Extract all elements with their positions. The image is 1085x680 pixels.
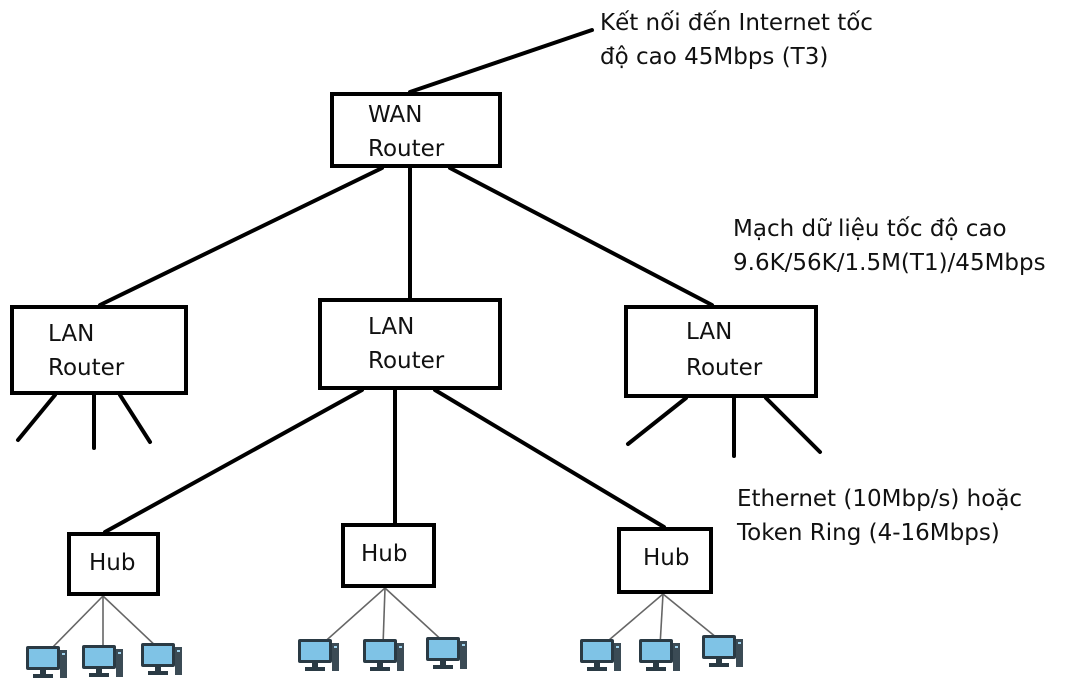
internet-note-line2: độ cao 45Mbps (T3) xyxy=(600,44,829,70)
computer-icon xyxy=(363,639,404,671)
lan-router-center-label-line1: LAN xyxy=(368,314,415,340)
computer-icon xyxy=(639,639,680,671)
data-circuit-note-line2: 9.6K/56K/1.5M(T1)/45Mbps xyxy=(733,250,1046,276)
hub-center-label: Hub xyxy=(361,541,408,567)
lan-router-left-label-line2: Router xyxy=(48,355,125,381)
computer-icon xyxy=(141,643,182,675)
lan-router-right-box: LAN Router xyxy=(624,305,818,398)
lan-hub-right-link xyxy=(433,388,666,529)
hub2-pc3-cable xyxy=(384,587,447,645)
lan-link-note: Ethernet (10Mbp/s) hoặc Token Ring (4-16… xyxy=(737,482,1022,550)
lan-router-right-label-line2: Router xyxy=(686,355,763,381)
lan-link-note-line2: Token Ring (4-16Mbps) xyxy=(737,520,1000,546)
lan-hub-left-link xyxy=(103,388,364,534)
computer-icon xyxy=(580,639,621,671)
wan-router-label-line1: WAN xyxy=(368,102,423,128)
lan-router-right-label-line1: LAN xyxy=(686,319,733,345)
hub-left-box: Hub xyxy=(67,532,160,596)
internet-note-line1: Kết nối đến Internet tốc xyxy=(600,10,873,36)
wan-router-box: WAN Router xyxy=(330,92,502,168)
lan-left-stub-1 xyxy=(16,393,57,442)
hub-right-box: Hub xyxy=(617,527,713,594)
internet-uplink-line xyxy=(408,28,594,94)
lan-right-stub-3 xyxy=(764,396,822,454)
lan-left-stub-3 xyxy=(118,393,152,444)
hub2-pc2-cable xyxy=(382,587,386,647)
wan-lan-right-link xyxy=(448,166,714,307)
internet-connection-note: Kết nối đến Internet tốc độ cao 45Mbps (… xyxy=(600,6,873,74)
hub1-pc1-cable xyxy=(47,595,104,653)
hub-right-label: Hub xyxy=(643,545,690,571)
lan-router-left-label-line1: LAN xyxy=(48,321,95,347)
hub-center-box: Hub xyxy=(341,523,436,588)
computer-icon xyxy=(26,646,67,678)
hub3-pc1-cable xyxy=(601,593,664,647)
computer-icon xyxy=(298,639,339,671)
computer-icon xyxy=(702,635,743,667)
wan-router-label-line2: Router xyxy=(368,136,445,162)
data-circuit-note-line1: Mạch dữ liệu tốc độ cao xyxy=(733,216,1007,242)
lan-router-center-label-line2: Router xyxy=(368,348,445,374)
lan-right-stub-1 xyxy=(626,396,688,446)
lan-router-left-box: LAN Router xyxy=(10,305,188,395)
hub1-pc3-cable xyxy=(102,595,161,651)
hub3-pc3-cable xyxy=(662,593,723,643)
hub-left-label: Hub xyxy=(89,550,136,576)
computer-icon xyxy=(426,637,467,669)
hub2-pc1-cable xyxy=(319,587,386,647)
computer-icon xyxy=(82,645,123,677)
wan-lan-left-link xyxy=(98,166,384,307)
hub3-pc2-cable xyxy=(659,593,664,647)
lan-link-note-line1: Ethernet (10Mbp/s) hoặc xyxy=(737,486,1023,512)
lan-router-center-box: LAN Router xyxy=(318,298,502,390)
data-circuit-note: Mạch dữ liệu tốc độ cao 9.6K/56K/1.5M(T1… xyxy=(733,212,1046,280)
